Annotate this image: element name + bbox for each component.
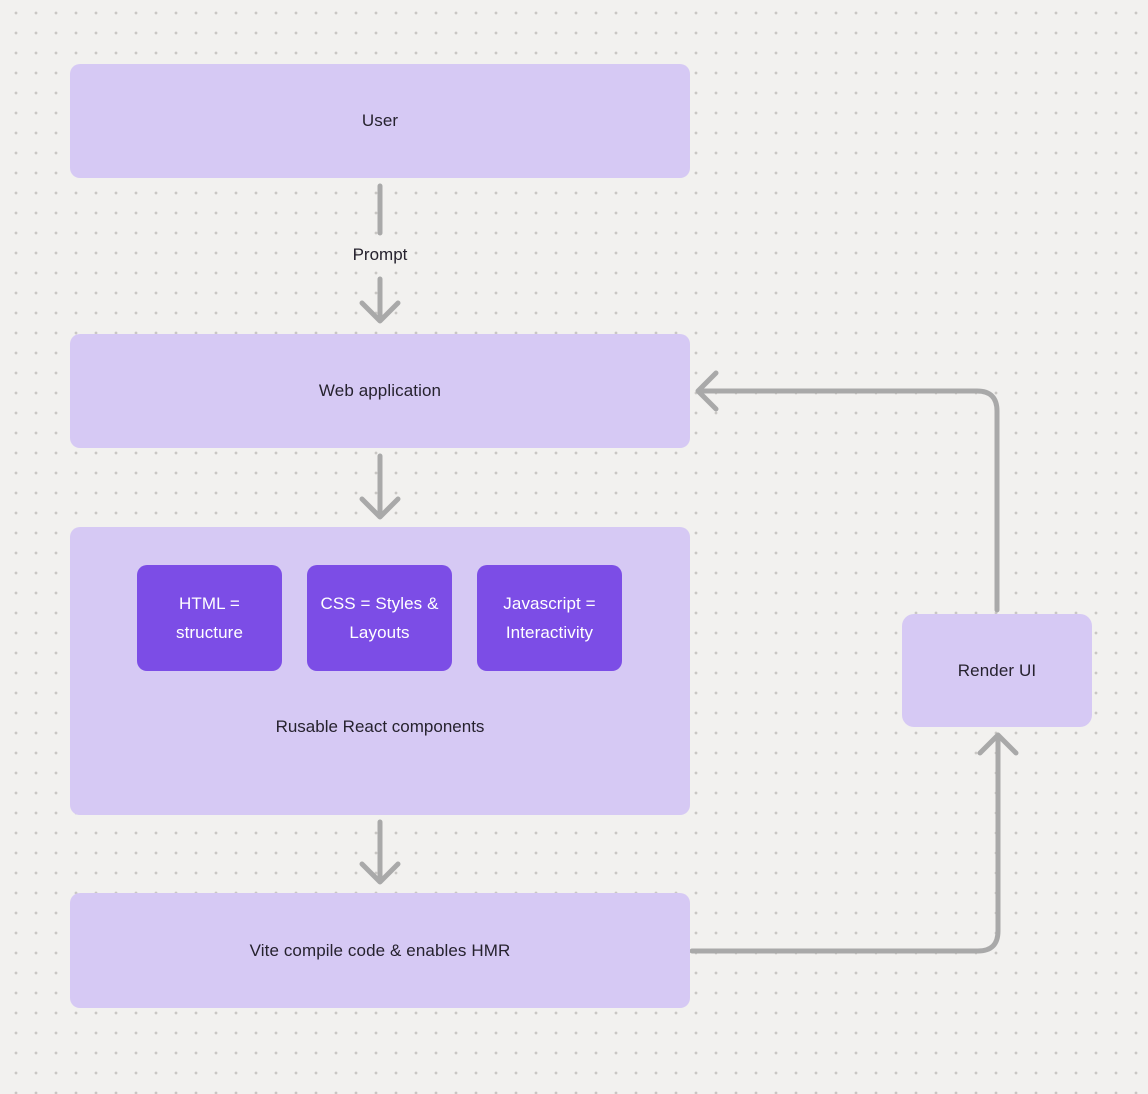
node-components-group[interactable]: HTML = structure CSS = Styles & Layouts … xyxy=(70,527,690,815)
node-vite[interactable]: Vite compile code & enables HMR xyxy=(70,893,690,1008)
connector-line xyxy=(689,737,1001,954)
arrowhead-down-icon xyxy=(359,300,401,324)
chip-javascript[interactable]: Javascript = Interactivity xyxy=(477,565,622,671)
arrow-vite-to-renderui[interactable] xyxy=(689,732,1019,954)
edge-label-prompt[interactable]: Prompt xyxy=(310,245,450,265)
chip-css-label: CSS = Styles & Layouts xyxy=(320,594,439,642)
arrow-components-to-vite[interactable] xyxy=(359,819,401,885)
arrow-renderui-to-webapp[interactable] xyxy=(695,370,1000,613)
arrow-webapp-to-components[interactable] xyxy=(359,453,401,520)
chip-html[interactable]: HTML = structure xyxy=(137,565,282,671)
node-web-application-label: Web application xyxy=(318,381,442,400)
arrowhead-down-icon xyxy=(359,496,401,520)
arrowhead-down-icon xyxy=(359,861,401,885)
connector-line xyxy=(700,388,1000,613)
node-user[interactable]: User xyxy=(70,64,690,178)
chip-html-label: HTML = structure xyxy=(175,594,244,642)
node-web-application[interactable]: Web application xyxy=(70,334,690,448)
node-render-ui[interactable]: Render UI xyxy=(902,614,1092,727)
arrowhead-up-icon xyxy=(977,732,1019,756)
chip-css[interactable]: CSS = Styles & Layouts xyxy=(307,565,452,671)
arrow-user-to-webapp[interactable] xyxy=(359,183,401,324)
node-user-label: User xyxy=(361,111,399,130)
node-vite-label: Vite compile code & enables HMR xyxy=(249,940,511,960)
node-render-ui-label: Render UI xyxy=(957,660,1037,680)
edge-label-prompt-text: Prompt xyxy=(352,245,408,264)
components-group-caption: Rusable React components xyxy=(275,717,485,736)
arrowhead-left-icon xyxy=(695,370,719,412)
chip-javascript-label: Javascript = Interactivity xyxy=(503,594,596,642)
